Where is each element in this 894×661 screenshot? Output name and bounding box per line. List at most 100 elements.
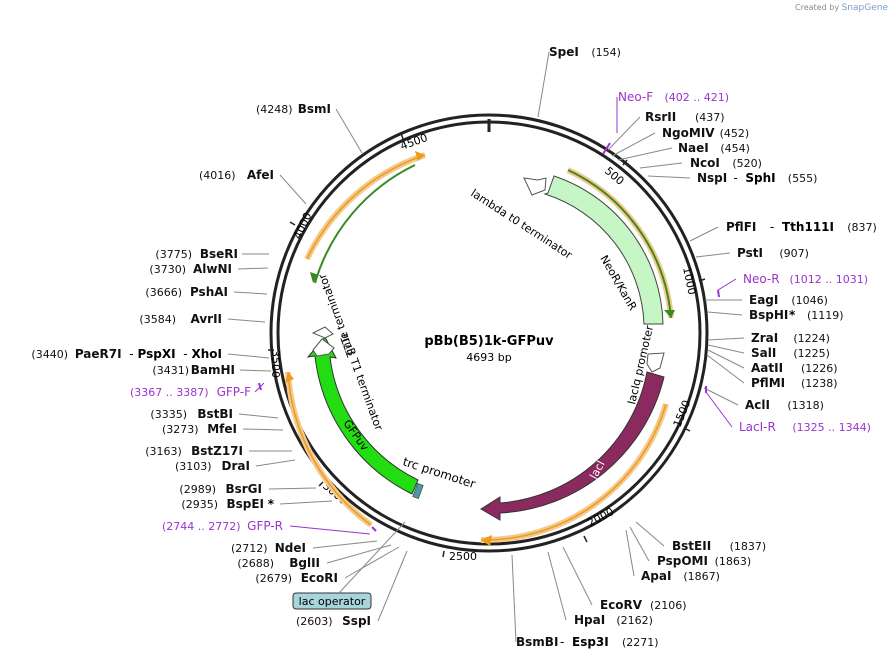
site-bstbi[interactable]: BstBI(3335) <box>150 407 233 421</box>
site-name: NcoI <box>690 156 720 170</box>
neo-orf-line <box>567 169 672 319</box>
site-name: BspHI <box>749 308 788 322</box>
site-star: * <box>268 497 275 511</box>
lac-operator-mark[interactable] <box>412 483 424 499</box>
site-sep: - <box>733 171 737 185</box>
site-psti[interactable]: PstI(907) <box>737 246 809 260</box>
site-name: BseRI <box>200 247 238 261</box>
site-name: ZraI <box>751 331 778 345</box>
site-position: (452) <box>720 127 750 140</box>
site-neo-f[interactable]: Neo-F(402 .. 421) <box>618 90 729 104</box>
site-gfp-r[interactable]: GFP-R(2744 .. 2772) <box>162 519 283 533</box>
site-bamhi[interactable]: BamHI(3431) <box>152 363 235 377</box>
leader-psti <box>695 252 731 258</box>
site-name2: PspXI <box>138 347 176 361</box>
laci-feature[interactable] <box>480 371 665 521</box>
site-mfei[interactable]: MfeI(3273) <box>162 422 237 436</box>
site-drai[interactable]: DraI(3103) <box>175 459 250 473</box>
site-ndei[interactable]: NdeI(2712) <box>231 541 306 555</box>
neor-kanr-feature[interactable] <box>543 175 664 325</box>
leader-sspi <box>377 550 408 622</box>
lac-operator-tag[interactable] <box>292 592 372 610</box>
site-position: (3163) <box>145 445 182 458</box>
site-name: BspEI <box>226 497 264 511</box>
site-nspi-sphi[interactable]: NspI-SphI(555) <box>697 171 817 185</box>
site-name: EcoRI <box>301 571 338 585</box>
site-zrai[interactable]: ZraI(1224) <box>751 331 830 345</box>
site-gfp-f[interactable]: GFP-F(3367 .. 3387) <box>130 385 251 399</box>
leader-pflfi-tth111i <box>689 226 719 242</box>
site-ncoi[interactable]: NcoI (520) <box>690 156 762 170</box>
plasmid-size: 4693 bp <box>466 351 511 364</box>
site-position: (1325 .. 1344) <box>792 421 871 434</box>
leader-neo-r <box>717 278 737 291</box>
site-bsrgi[interactable]: BsrGI(2989) <box>179 482 262 496</box>
site-position: (3440) <box>31 348 68 361</box>
site-sep: - <box>560 635 564 649</box>
site-pflmi[interactable]: PflMI(1238) <box>751 376 838 390</box>
site-rsrii[interactable]: RsrII(437) <box>645 110 725 124</box>
site-name: NaeI <box>678 141 709 155</box>
site-name: PshAI <box>190 285 228 299</box>
site-name: BsmBI <box>516 635 558 649</box>
t7te-terminator-arrow[interactable] <box>311 326 334 339</box>
site-bsmi[interactable]: BsmI(4248) <box>256 102 331 116</box>
leader-ncoi <box>639 162 683 169</box>
rrnb-terminator-arrow[interactable] <box>312 338 335 357</box>
site-name: RsrII <box>645 110 676 124</box>
site-position: (2162) <box>616 614 653 627</box>
site-sspi[interactable]: SspI(2603) <box>296 614 371 628</box>
site-aatii[interactable]: AatII(1226) <box>751 361 838 375</box>
leader-pflmi <box>706 354 745 384</box>
site-bglii[interactable]: BglII(2688) <box>237 556 320 570</box>
site-hpai[interactable]: HpaI(2162) <box>574 613 653 627</box>
site-afei[interactable]: AfeI(4016) <box>199 168 274 182</box>
site-naei[interactable]: NaeI(454) <box>678 141 750 155</box>
site-position: (520) <box>732 157 762 170</box>
site-bsteii[interactable]: BstEII(1837) <box>672 539 766 553</box>
top-left-green-line <box>314 164 416 284</box>
site-position: (1225) <box>793 347 830 360</box>
laciq-promoter-arrow[interactable] <box>646 352 665 373</box>
site-laci-r[interactable]: LacI-R(1325 .. 1344) <box>739 420 871 434</box>
site-position: (2603) <box>296 615 333 628</box>
site-name: AfeI <box>247 168 274 182</box>
site-pshai[interactable]: PshAI (3666) <box>145 285 228 299</box>
site-sali[interactable]: SalI(1225) <box>751 346 830 360</box>
site-alwni[interactable]: AlwNI(3730) <box>149 262 232 276</box>
site-pflfi-tth111i[interactable]: PflFI-Tth111I(837) <box>726 220 877 234</box>
site-labels: SpeI(154) Neo-F(402 .. 421) RsrII(437) NgoM… <box>31 45 876 649</box>
lambda-t0-arrow[interactable] <box>523 177 547 196</box>
site-position: (3335) <box>150 408 187 421</box>
site-ecorv[interactable]: EcoRV(2106) <box>600 598 687 612</box>
site-ecori[interactable]: EcoRI (2679) <box>255 571 338 585</box>
top-left-orange-band <box>304 152 426 261</box>
site-pspomi[interactable]: PspOMI(1863) <box>657 554 751 568</box>
site-name: AatII <box>751 361 783 375</box>
site-bspei[interactable]: *BspEI(2935) <box>181 497 274 511</box>
site-position: (3666) <box>145 286 182 299</box>
gfpuv-feature[interactable] <box>306 336 419 495</box>
site-spei[interactable]: SpeI(154) <box>549 45 621 59</box>
snapgene-logo-text: SnapGene <box>841 3 888 13</box>
site-name: PflFI <box>726 220 756 234</box>
site-apai[interactable]: ApaI(1867) <box>641 569 720 583</box>
site-avrii[interactable]: AvrII(3584) <box>139 312 222 326</box>
site-bstz17i[interactable]: BstZ17I(3163) <box>145 444 243 458</box>
lac-operator-label: lac operator <box>299 595 366 608</box>
site-bsphi[interactable]: BspHI*(1119) <box>749 308 844 322</box>
site-position: (907) <box>779 247 809 260</box>
site-eagi[interactable]: EagI(1046) <box>749 293 828 307</box>
site-bseri[interactable]: BseRI(3775) <box>155 247 238 261</box>
site-paer7i-pspxi[interactable]: XhoI-PspXI-PaeR7I(3440) <box>31 347 222 361</box>
leader-avrii <box>227 318 266 323</box>
site-position: (4248) <box>256 103 293 116</box>
site-acli[interactable]: AclI(1318) <box>745 398 824 412</box>
site-position: (2679) <box>255 572 292 585</box>
site-name: BglII <box>289 556 320 570</box>
site-bsmbi-esp3i[interactable]: BsmBI-Esp3I(2271) <box>516 635 659 649</box>
site-name: ApaI <box>641 569 671 583</box>
site-neo-r[interactable]: Neo-R(1012 .. 1031) <box>743 272 868 286</box>
site-ngomiv[interactable]: NgoMIV(452) <box>662 126 749 140</box>
